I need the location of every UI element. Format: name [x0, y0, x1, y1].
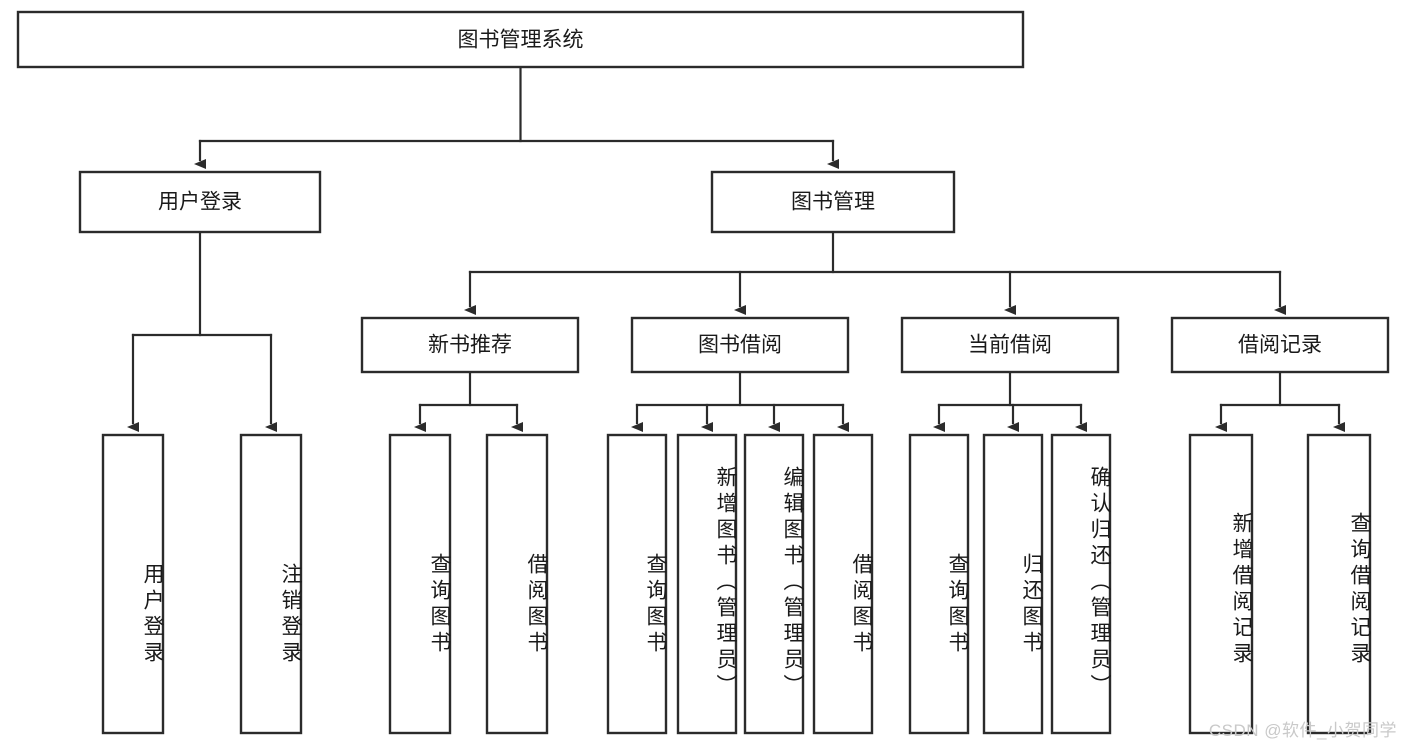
node-borrow-record[interactable]: 借阅记录 [1170, 316, 1390, 374]
node-root-box[interactable] [16, 10, 1025, 69]
leaf-box-query-book-brw[interactable] [606, 433, 668, 735]
leaf-box-borrow-book-rec[interactable] [485, 433, 549, 735]
leaf-box-layer [101, 433, 1372, 735]
leaf-box-add-book-admin[interactable] [676, 433, 738, 735]
leaf-box-edit-book-admin[interactable] [743, 433, 805, 735]
leaf-box-query-record[interactable] [1306, 433, 1372, 735]
node-book-borrow-label: 图书借阅 [698, 334, 782, 357]
node-book-borrow[interactable]: 图书借阅 [630, 316, 850, 374]
leaf-box-query-book-rec[interactable] [388, 433, 452, 735]
leaf-box-user-login[interactable] [101, 433, 165, 735]
leaf-box-confirm-return[interactable] [1050, 433, 1112, 735]
node-current-borrow-box[interactable] [900, 316, 1120, 374]
node-book-management-box[interactable] [710, 170, 956, 234]
node-book-management-label: 图书管理 [791, 191, 875, 214]
leaf-box-add-record[interactable] [1188, 433, 1254, 735]
node-user-login[interactable]: 用户登录 [78, 170, 322, 234]
node-root-label: 图书管理系统 [458, 29, 584, 52]
node-current-borrow[interactable]: 当前借阅 [900, 316, 1120, 374]
node-root[interactable]: 图书管理系统 [16, 10, 1025, 69]
leaf-box-query-book-cur[interactable] [908, 433, 970, 735]
node-user-login-label: 用户登录 [158, 191, 242, 214]
node-new-book-recommend-label: 新书推荐 [428, 334, 512, 357]
leaf-box-return-book[interactable] [982, 433, 1044, 735]
node-current-borrow-label: 当前借阅 [968, 334, 1052, 357]
node-new-book-recommend[interactable]: 新书推荐 [360, 316, 580, 374]
node-user-login-box[interactable] [78, 170, 322, 234]
watermark-text: CSDN @软件_小贺同学 [1208, 721, 1397, 740]
connector-layer [127, 65, 1345, 432]
node-borrow-record-label: 借阅记录 [1238, 334, 1322, 357]
node-new-book-recommend-box[interactable] [360, 316, 580, 374]
leaf-box-logout[interactable] [239, 433, 303, 735]
leaf-box-borrow-book-brw[interactable] [812, 433, 874, 735]
node-book-management[interactable]: 图书管理 [710, 170, 956, 234]
node-borrow-record-box[interactable] [1170, 316, 1390, 374]
node-book-borrow-box[interactable] [630, 316, 850, 374]
